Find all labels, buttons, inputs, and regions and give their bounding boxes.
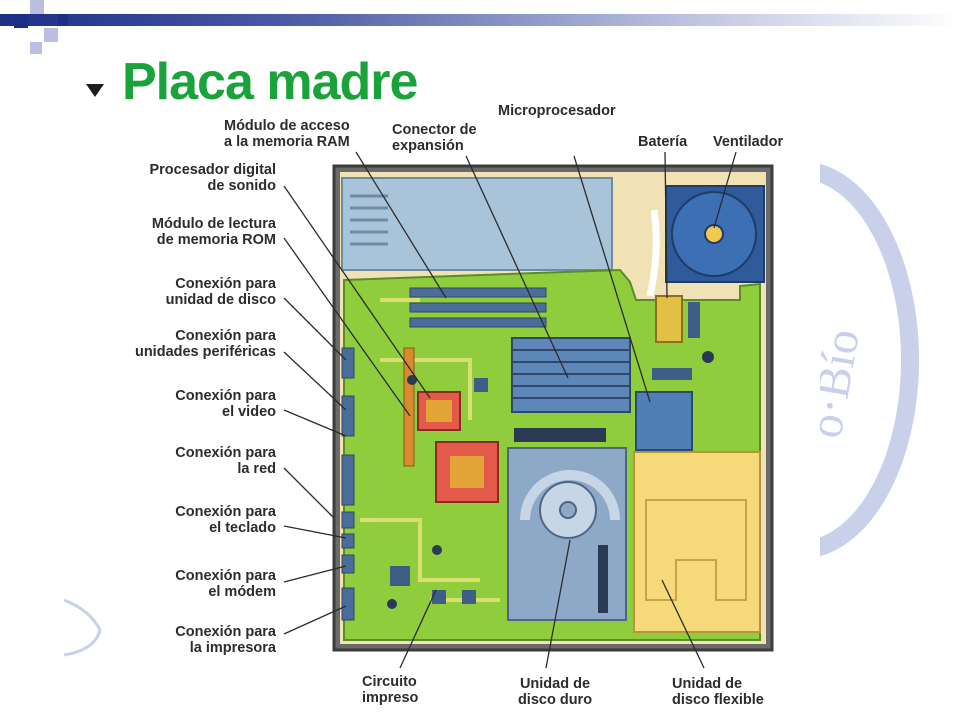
slide-square-light [30,0,44,14]
slide-square-dark [14,14,28,28]
bullet-triangle-icon [86,84,104,97]
microprocessor [635,391,693,451]
label-keyboard-connection: Conexión para el teclado [175,504,276,536]
label-expansion: Conector de expansión [392,122,477,154]
label-modem-connection: Conexión para el módem [175,568,276,600]
slide-square-dark [58,14,68,26]
label-hard-disk: Unidad de disco duro [517,676,593,708]
motherboard-diagram [64,151,774,669]
slide-header-bar [0,14,960,26]
watermark-arc [64,598,102,657]
leader-lines [283,151,737,669]
slide-square-light [44,28,58,42]
label-video-connection: Conexión para el video [175,388,276,420]
label-disk-connection: Conexión para unidad de disco [165,276,276,308]
floppy-drive [633,451,761,633]
label-ram: Módulo de acceso a la memoria RAM [224,118,350,150]
label-sound-processor: Procesador digital de sonido [149,162,276,194]
diagram-panel [64,34,820,720]
label-battery: Batería [638,134,688,150]
slide-square-light [30,42,42,54]
battery [655,295,683,343]
port-connectors [341,347,355,621]
label-printer-connection: Conexión para la impresora [175,624,276,656]
power-supply [341,177,613,271]
label-rom-module: Módulo de lectura de memoria ROM [151,216,276,248]
label-peripheral-connection: Conexión para unidades periféricas [134,328,276,360]
label-network-connection: Conexión para la red [175,445,276,477]
label-microprocessor: Microprocesador [498,103,616,119]
page-title: Placa madre [122,53,418,111]
label-fan: Ventilador [713,134,784,150]
label-floppy-disk: Unidad de disco flexible [672,676,764,708]
ribbon-connector [514,428,606,442]
label-printed-circuit: Circuito impreso [362,674,419,706]
